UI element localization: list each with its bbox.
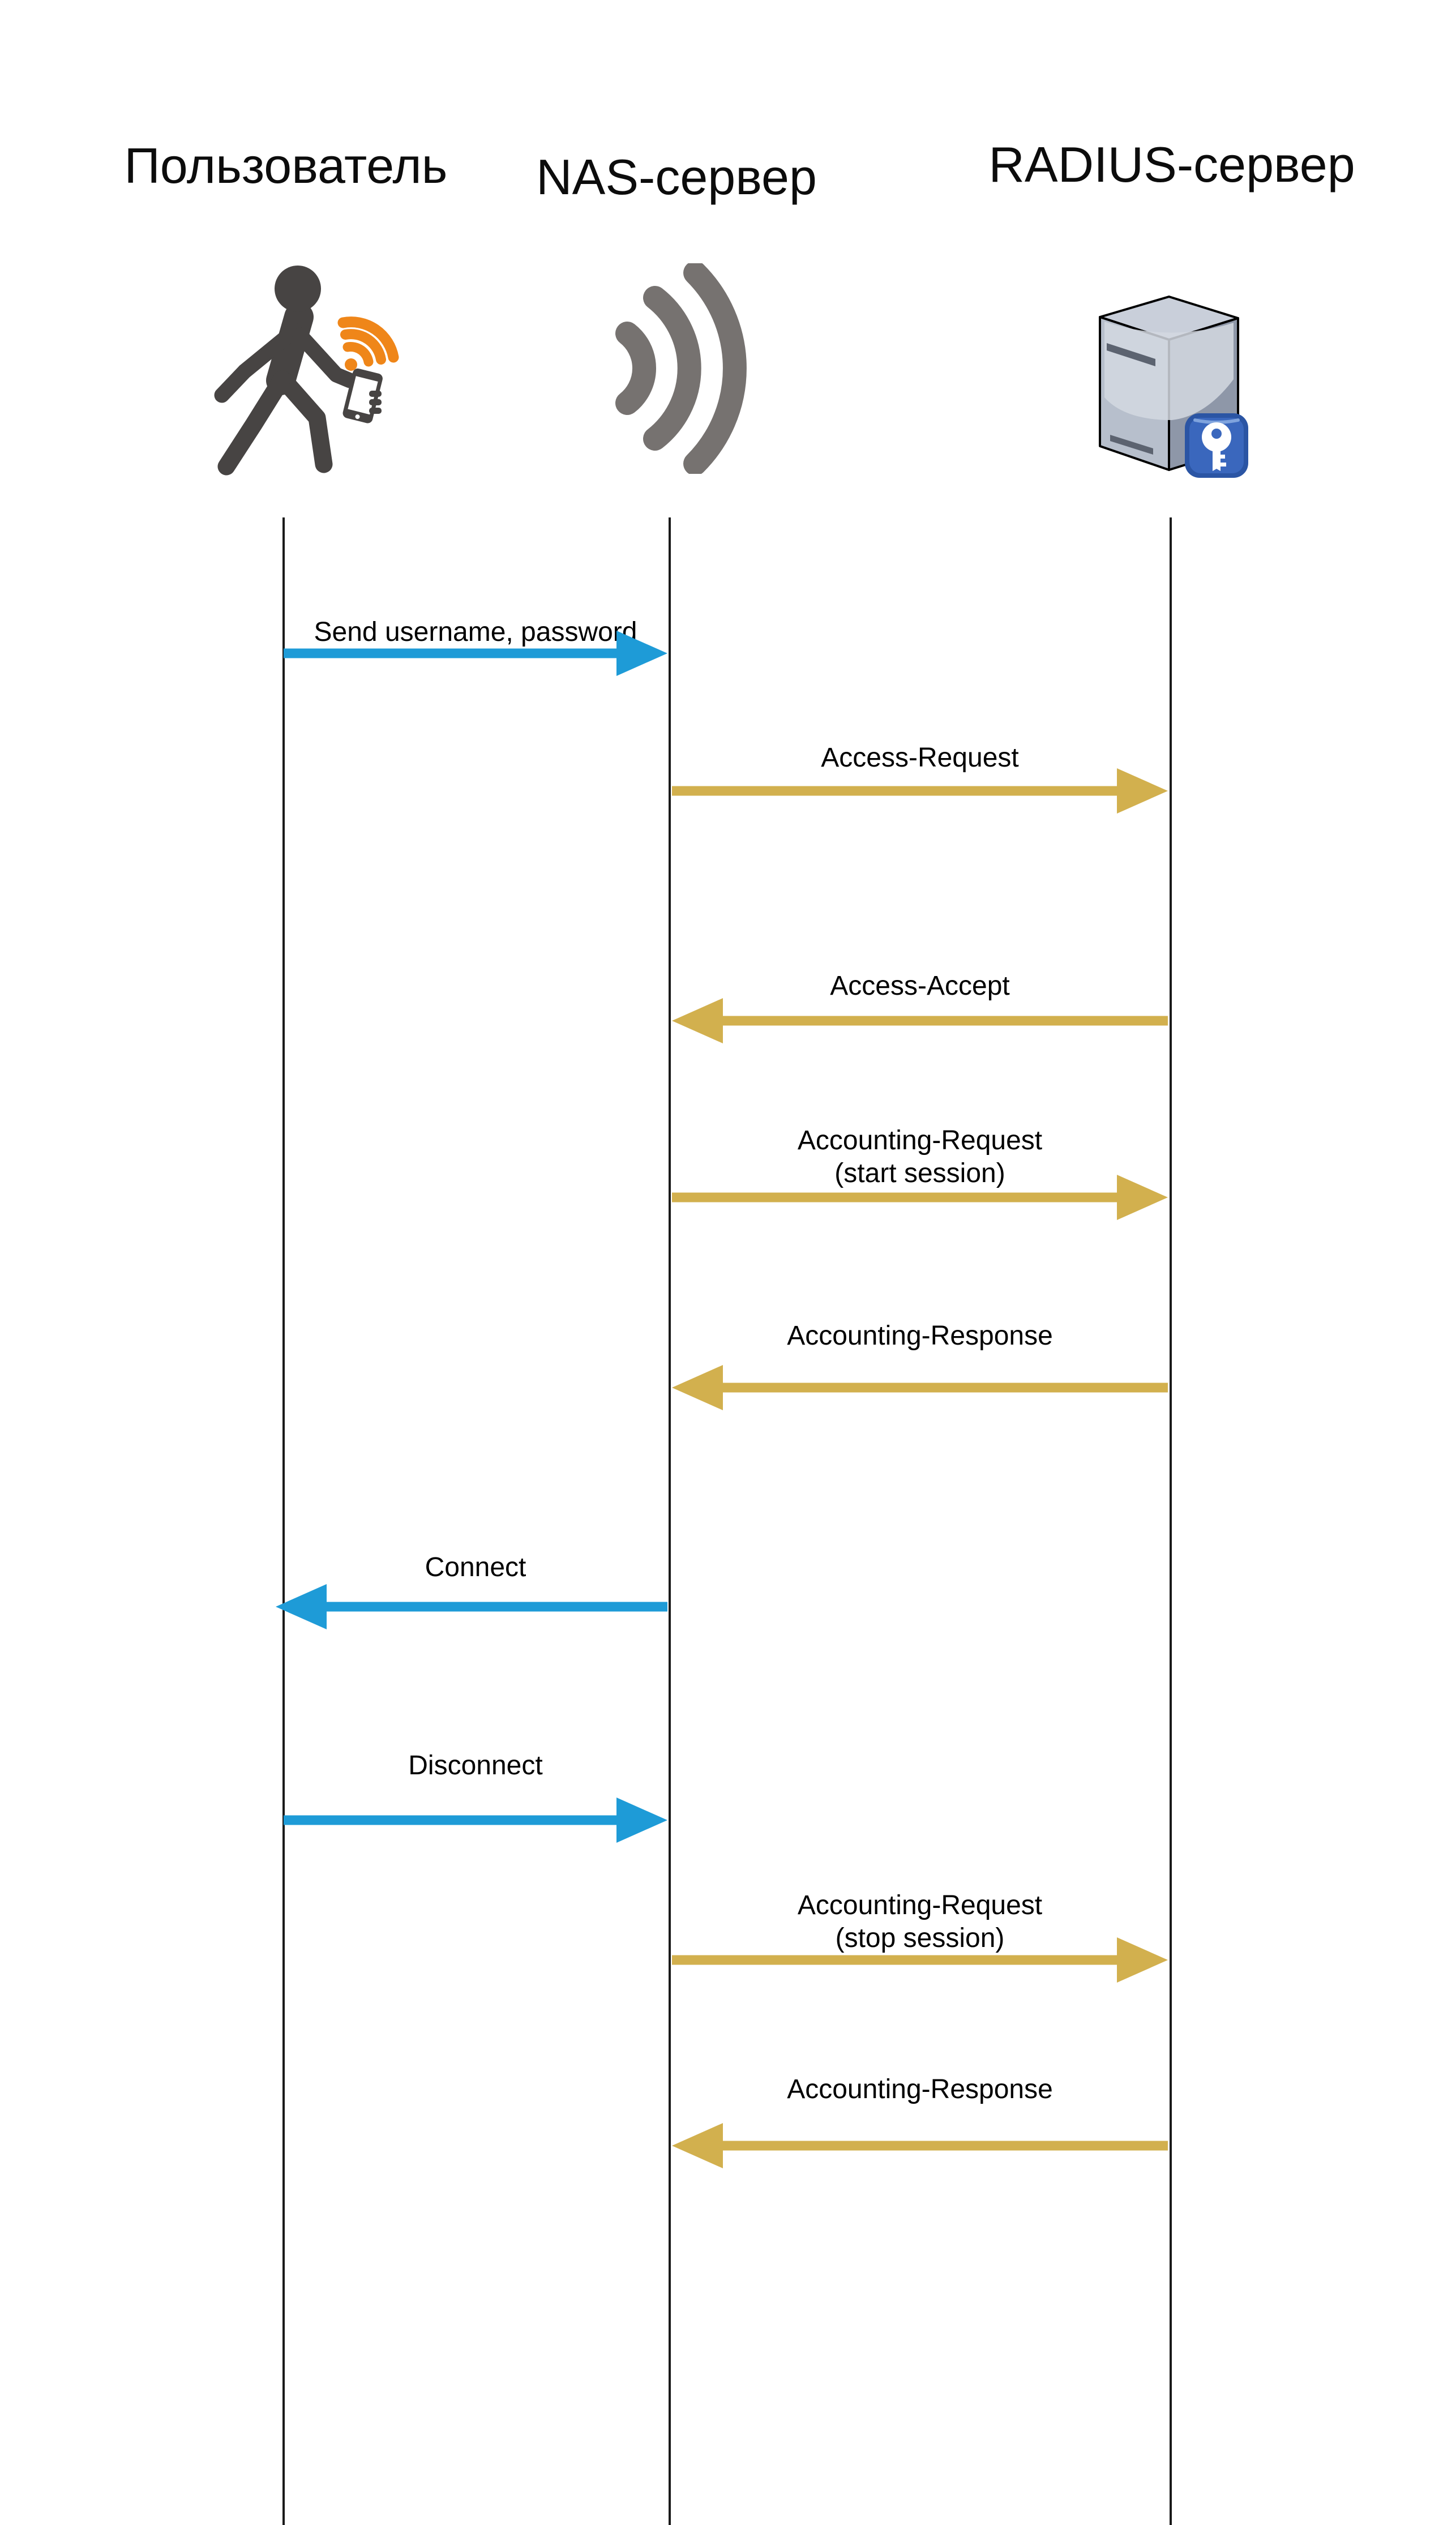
user-with-phone-wifi-icon <box>208 259 401 481</box>
message-arrow-left <box>672 992 1168 1049</box>
message-label: Accounting-Response <box>787 2074 1053 2104</box>
message-label: Connect <box>425 1552 526 1582</box>
message-arrow-right <box>672 1169 1168 1226</box>
message-label-line2: (start session) <box>834 1158 1005 1188</box>
actor-label-user: Пользователь <box>124 138 448 194</box>
server-with-key-icon <box>1090 289 1254 484</box>
actor-label-nas: NAS-сервер <box>536 149 817 205</box>
key-badge-icon <box>1185 413 1248 478</box>
message-label: Accounting-Request <box>797 1890 1043 1920</box>
lifeline-user <box>282 517 285 2525</box>
message-arrow-right <box>672 763 1168 819</box>
message-label: Disconnect <box>408 1751 543 1781</box>
message-arrow-left <box>672 2117 1168 2174</box>
message-label: Access-Accept <box>830 971 1010 1001</box>
message-arrow-right <box>672 1932 1168 1988</box>
message-label: Accounting-Response <box>787 1321 1053 1351</box>
message-label: Send username, password <box>314 617 637 647</box>
message-label: Accounting-Request <box>797 1125 1043 1155</box>
signal-waves-icon <box>611 261 747 476</box>
message-label: Access-Request <box>821 743 1019 773</box>
message-arrow-right <box>284 1792 667 1848</box>
wifi-signal-icon <box>337 316 399 371</box>
message-arrow-right <box>284 625 667 682</box>
message-arrow-left <box>672 1359 1168 1416</box>
message-arrow-left <box>276 1578 667 1635</box>
lifeline-radius <box>1170 517 1172 2525</box>
message-label-line2: (stop session) <box>835 1923 1005 1953</box>
actor-label-radius: RADIUS-сервер <box>988 136 1355 192</box>
lifeline-nas <box>669 517 671 2525</box>
